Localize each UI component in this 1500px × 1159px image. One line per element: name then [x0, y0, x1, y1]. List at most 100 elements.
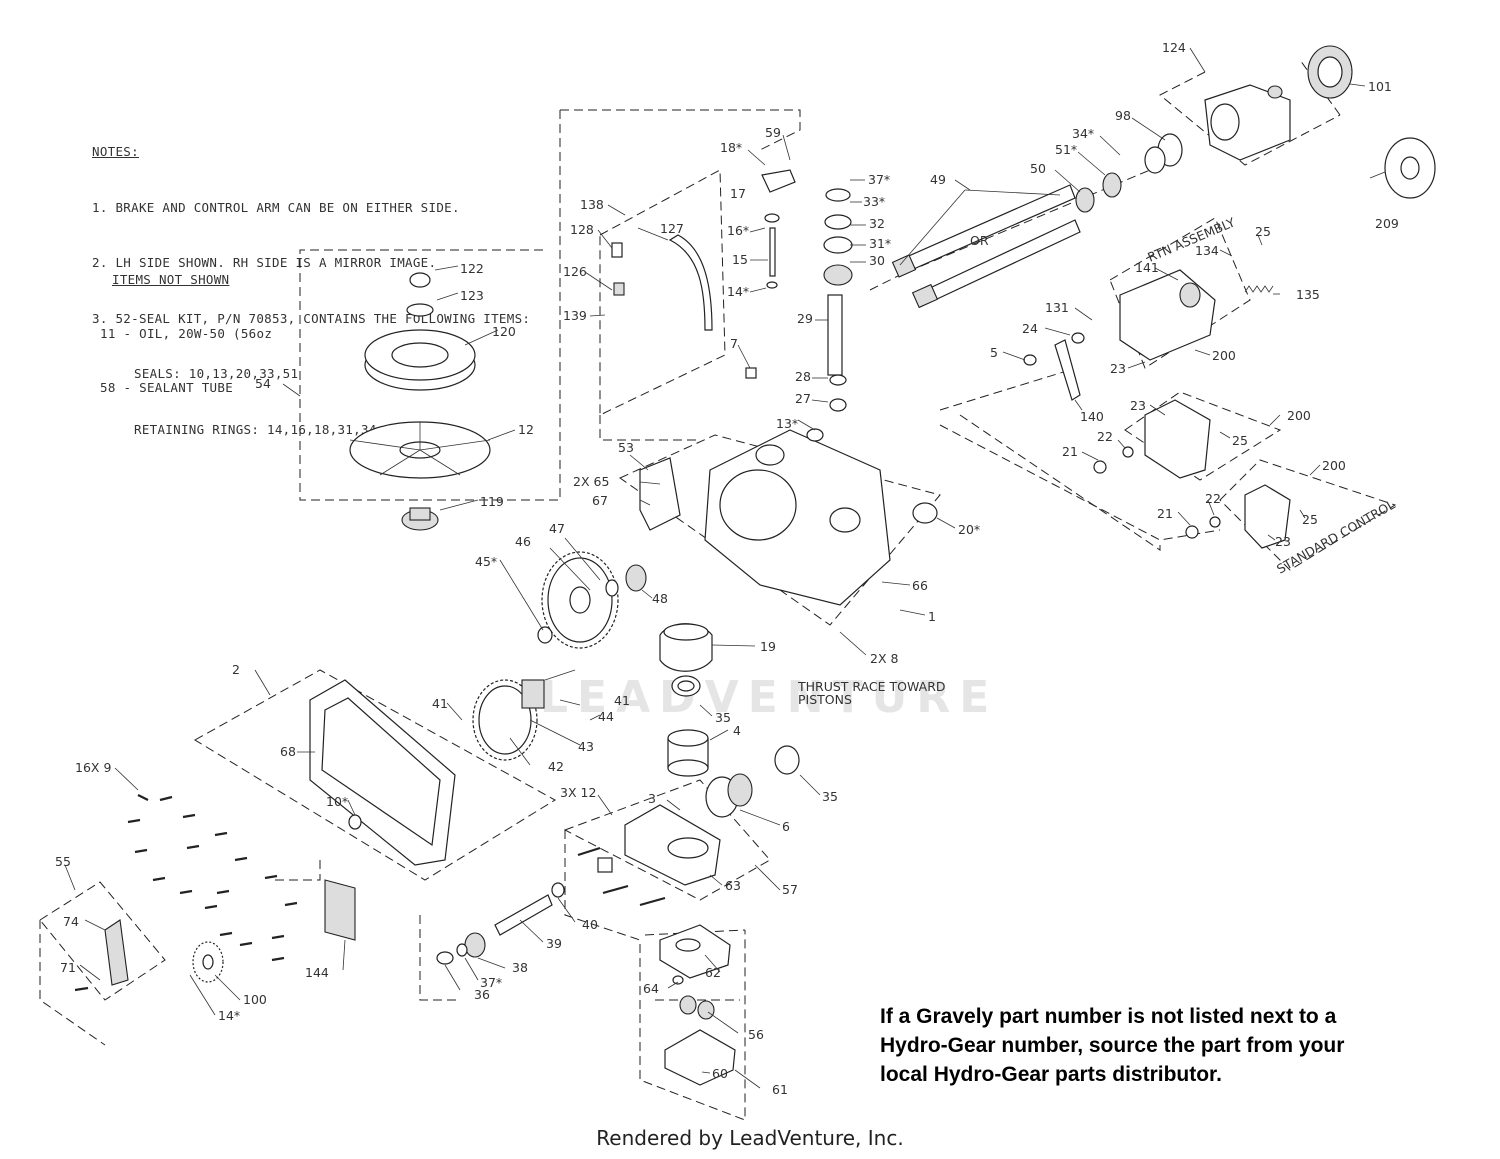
callout-60: 60	[712, 1066, 728, 1081]
callout-23-c: 23	[1275, 534, 1291, 549]
watermark: LEADVENTURE	[540, 672, 999, 723]
callout-122: 122	[460, 261, 484, 276]
brake-arm-74-shape	[104, 919, 129, 986]
callout-45: 45*	[475, 554, 497, 569]
callout-4: 4	[733, 723, 741, 738]
callout-15: 15	[732, 252, 748, 267]
callout-14-upper: 14*	[727, 284, 749, 299]
items-not-shown-block: ITEMS NOT SHOWN 11 - OIL, 20W-50 (56oz 5…	[100, 235, 272, 415]
callout-29: 29	[797, 311, 813, 326]
callout-31: 31*	[869, 236, 891, 251]
items-not-shown-line-1: 11 - OIL, 20W-50 (56oz	[100, 326, 273, 341]
callout-50: 50	[1030, 161, 1046, 176]
bearing-101-shape	[1307, 45, 1353, 99]
callout-200-b: 200	[1287, 408, 1311, 423]
disclaimer-line-1: If a Gravely part number is not listed n…	[880, 1005, 1337, 1028]
callout-21-b: 21	[1157, 506, 1173, 521]
callout-74: 74	[63, 914, 79, 929]
callout-21-a: 21	[1062, 444, 1078, 459]
cover-60-shape	[664, 1029, 736, 1086]
hub-group-124	[1159, 71, 1341, 166]
disclaimer-line-3: local Hydro-Gear parts distributor.	[880, 1063, 1222, 1086]
washer-45-shape	[537, 626, 553, 644]
callout-200-a: 200	[1212, 348, 1236, 363]
block-19-shape	[659, 623, 713, 672]
brake-group-55-edge	[39, 920, 106, 1046]
callout-67: 67	[592, 493, 608, 508]
callout-200-c: 200	[1322, 458, 1346, 473]
callout-98: 98	[1115, 108, 1131, 123]
callout-126: 126	[563, 264, 587, 279]
callout-100: 100	[243, 992, 267, 1007]
housing-62-shape	[659, 924, 731, 979]
arm-127-shape	[611, 234, 713, 331]
callout-128: 128	[570, 222, 594, 237]
bolts-12-shape	[577, 846, 666, 907]
callout-38: 38	[512, 960, 528, 975]
callout-124: 124	[1162, 40, 1186, 55]
callout-37-lower: 37*	[480, 975, 502, 990]
bracket-group-138	[599, 169, 726, 416]
pump-block-4-shape	[667, 729, 709, 777]
housing-group-2	[194, 669, 556, 881]
disclaimer-note: If a Gravely part number is not listed n…	[880, 1002, 1480, 1089]
callout-24: 24	[1022, 321, 1038, 336]
thrust-race-label-2: PISTONS	[798, 692, 852, 707]
bracket-17-shape	[761, 169, 796, 193]
callout-66: 66	[912, 578, 928, 593]
motor-block-6-shape	[705, 773, 753, 818]
callout-25-a: 25	[1255, 224, 1271, 239]
callout-12-bolts: 3X 12	[560, 785, 596, 800]
callout-140: 140	[1080, 409, 1104, 424]
seal-10-shape	[348, 814, 362, 830]
callout-119: 119	[480, 494, 504, 509]
housing-1-shape	[704, 429, 891, 606]
callout-41-a: 41	[432, 696, 448, 711]
callout-22-b: 22	[1205, 491, 1221, 506]
bolt-link-lines	[270, 860, 321, 881]
callout-37-upper: 37*	[868, 172, 890, 187]
control-link-1	[939, 369, 1071, 411]
rtn-plate-141-shape	[1119, 269, 1216, 361]
callout-39: 39	[546, 936, 562, 951]
callout-42: 42	[548, 759, 564, 774]
items-not-shown-title: ITEMS NOT SHOWN	[112, 272, 230, 287]
footer-credit: Rendered by LeadVenture, Inc.	[596, 1126, 904, 1150]
shaft-link-lines	[419, 915, 460, 1001]
callout-35-a: 35	[715, 710, 731, 725]
callout-3: 3	[648, 791, 656, 806]
callout-23-b: 23	[1130, 398, 1146, 413]
notes-title: NOTES:	[92, 144, 139, 159]
seal-20-shape	[912, 502, 938, 524]
callout-19: 19	[760, 639, 776, 654]
callout-43: 43	[578, 739, 594, 754]
callout-144: 144	[305, 965, 329, 980]
callout-127: 127	[660, 221, 684, 236]
callout-64: 64	[643, 981, 659, 996]
callout-65: 2X 65	[573, 474, 609, 489]
callout-51: 51*	[1055, 142, 1077, 157]
callout-101: 101	[1368, 79, 1392, 94]
note-line-2: 2. LH SIDE SHOWN. RH SIDE IS A MIRROR IM…	[92, 255, 437, 270]
housing-2-shape	[309, 679, 456, 866]
callout-17: 17	[730, 186, 746, 201]
filter-144-shape	[324, 879, 356, 941]
fan-12-shape	[349, 421, 491, 479]
callout-68: 68	[280, 744, 296, 759]
brake-group-55	[39, 881, 166, 1001]
center-section-63-shape	[624, 804, 721, 886]
note-line-3: 3. 52-SEAL KIT, P/N 70853, CONTAINS THE …	[92, 310, 531, 326]
callout-61: 61	[772, 1082, 788, 1097]
callout-labels: 1241019834*51*50492095918*1716*1514*37*3…	[55, 40, 1399, 1097]
callout-13: 13*	[776, 416, 798, 431]
hub-209-shape	[1369, 137, 1436, 199]
center-section-group-57	[563, 779, 771, 901]
disclaimer-line-2: Hydro-Gear number, source the part from …	[880, 1034, 1345, 1057]
bolts-9-shape	[127, 794, 298, 962]
items-not-shown-line-2: 58 - SEALANT TUBE	[100, 380, 234, 395]
control-plate-200-shape	[1093, 399, 1291, 549]
callout-30: 30	[869, 253, 885, 268]
callout-25-c: 25	[1302, 512, 1318, 527]
callout-71: 71	[60, 960, 76, 975]
fan-group-54	[299, 110, 561, 501]
